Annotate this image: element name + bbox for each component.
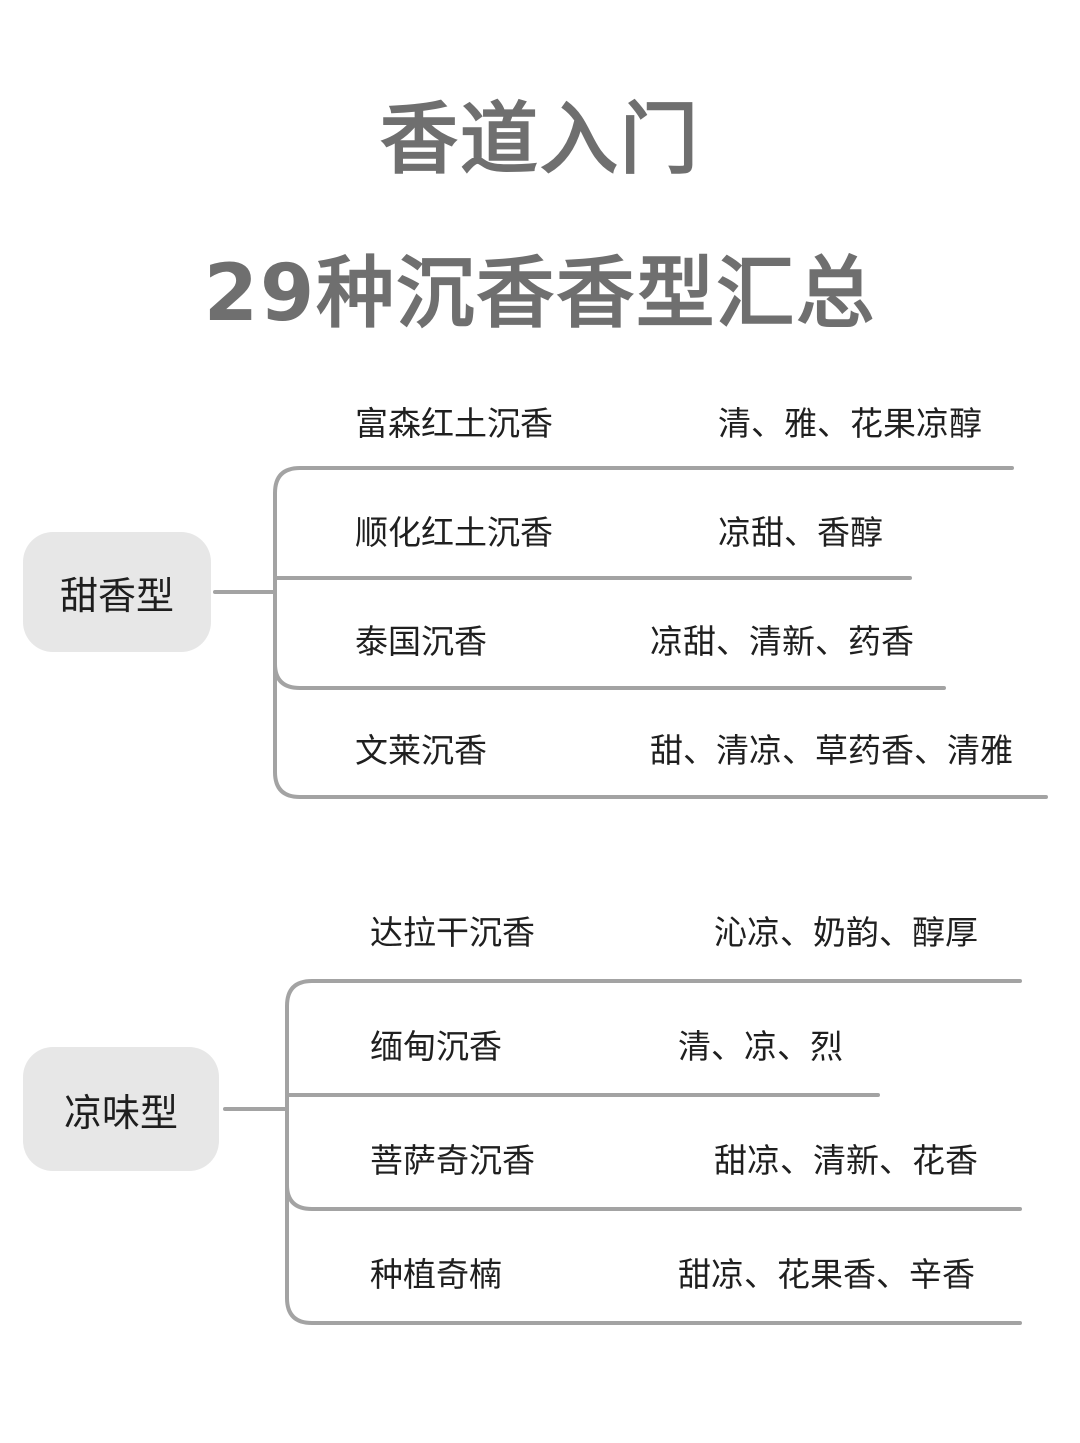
branch-underline-7 <box>285 1183 1022 1211</box>
agarwood-name: 泰国沉香 <box>355 622 487 661</box>
agarwood-notes: 清、凉、烈 <box>678 1027 843 1066</box>
agarwood-notes: 甜凉、花果香、辛香 <box>678 1255 975 1294</box>
title-line-2: 29种沉香香型汇总 <box>203 249 877 339</box>
agarwood-name: 富森红土沉香 <box>355 404 553 443</box>
agarwood-notes: 凉甜、香醇 <box>718 513 883 552</box>
group-label-sweet: 甜香型 <box>59 573 174 618</box>
agarwood-name: 顺化红土沉香 <box>355 513 553 552</box>
agarwood-name: 文莱沉香 <box>355 731 487 770</box>
agarwood-name: 达拉干沉香 <box>370 913 535 952</box>
agarwood-notes: 甜、清凉、草药香、清雅 <box>650 731 1013 770</box>
group-box-cool: 凉味型 <box>23 1047 219 1171</box>
agarwood-name: 菩萨奇沉香 <box>370 1141 535 1180</box>
branch-underline-3 <box>273 662 946 690</box>
agarwood-notes: 甜凉、清新、花香 <box>714 1141 978 1180</box>
agarwood-notes: 清、雅、花果凉醇 <box>718 404 982 443</box>
group-box-sweet: 甜香型 <box>23 532 211 652</box>
title-line-1: 香道入门 <box>379 95 700 185</box>
agarwood-name: 种植奇楠 <box>370 1255 502 1294</box>
agarwood-name: 缅甸沉香 <box>370 1027 502 1066</box>
group-label-cool: 凉味型 <box>63 1090 178 1135</box>
agarwood-notes: 沁凉、奶韵、醇厚 <box>714 913 978 952</box>
agarwood-notes: 凉甜、清新、药香 <box>650 622 914 661</box>
